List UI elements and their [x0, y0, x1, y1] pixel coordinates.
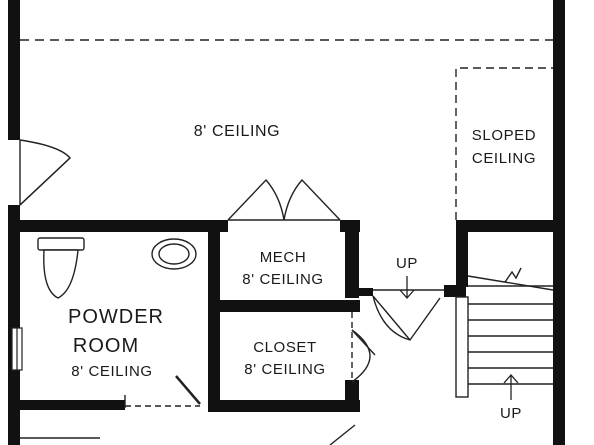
closet-label: CLOSET [253, 339, 317, 356]
closet-ceiling-label: 8' CEILING [244, 361, 325, 378]
stair-up-arrow-top-icon [399, 276, 415, 299]
stair-up-arrow-bottom-icon [503, 374, 519, 400]
left-outer-wall-upper [8, 0, 20, 140]
right-outer-wall [553, 0, 565, 445]
stairs-up-label-top: UP [396, 255, 418, 272]
mech-double-doors [227, 178, 341, 221]
powder-room-label-line2: ROOM [73, 335, 139, 357]
mech-ceiling-label: 8' CEILING [242, 271, 323, 288]
stairs [455, 267, 554, 398]
wall-mech-right [345, 220, 359, 298]
closet-door [351, 312, 376, 383]
exterior-walls [8, 0, 565, 445]
left-outer-wall-lower [8, 205, 20, 445]
wall-mech-closet [208, 300, 360, 312]
landing-door [372, 289, 444, 341]
wall-powder-bottom-left [20, 400, 125, 410]
powder-window [11, 327, 23, 371]
left-entry-door [19, 139, 71, 206]
stairs-up-label-bottom: UP [500, 405, 522, 422]
wall-closet-bottom [208, 400, 360, 412]
wall-stair-post [444, 285, 466, 297]
sloped-ceiling-boundary [455, 67, 553, 220]
main-room-ceiling-label: 8' CEILING [194, 123, 280, 140]
wall-stair-left-upper [456, 232, 468, 287]
toilet-icon [37, 237, 85, 299]
sloped-ceiling-label-line1: SLOPED [472, 127, 536, 144]
sink-icon [151, 238, 197, 270]
wall-powder-right [208, 220, 220, 408]
bottom-partial-walls [20, 424, 356, 445]
wall-top-powder [20, 220, 228, 232]
wall-top-stairs [456, 220, 553, 232]
mech-room-label: MECH [260, 249, 307, 266]
sloped-ceiling-label-line2: CEILING [472, 150, 536, 167]
powder-door [124, 375, 201, 408]
powder-room-label-line1: POWDER [68, 306, 164, 328]
powder-room-ceiling-label: 8' CEILING [71, 363, 152, 380]
interior-walls [20, 220, 553, 412]
wall-landing-stub [359, 288, 373, 296]
